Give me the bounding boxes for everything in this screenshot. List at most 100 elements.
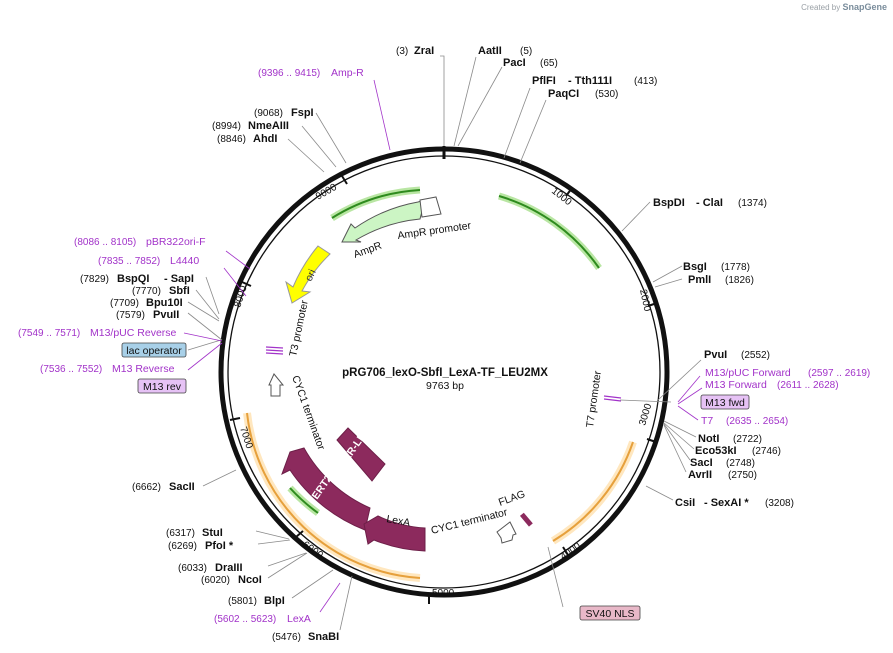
enzyme-name: - Tth111I — [568, 75, 612, 87]
enzyme-name: PfoI * — [205, 540, 234, 552]
primer-range: (7536 .. 7552) — [40, 364, 102, 375]
ori-arrow — [285, 245, 331, 304]
enzyme-pos: (1374) — [738, 198, 767, 209]
primer-name: L4440 — [170, 255, 199, 267]
primer-range: (2635 .. 2654) — [726, 416, 788, 427]
enzyme-pos: (9068) — [254, 108, 283, 119]
enzyme-pos: (2746) — [752, 446, 781, 457]
primer-name: T7 — [701, 415, 713, 427]
enzyme-pos: (3) — [396, 46, 408, 57]
feature-label-ampr-promoter: AmpR promoter — [397, 220, 473, 242]
primer-name: Amp-R — [331, 67, 364, 79]
enzyme-pos: (7579) — [116, 310, 145, 321]
snapgene-logo-icon: SnapGene — [842, 2, 887, 12]
enzyme-pos: (6269) — [168, 541, 197, 552]
enzyme-pos: (7829) — [80, 274, 109, 285]
primer-name: M13/pUC Reverse — [90, 327, 177, 339]
enzyme-name: AhdI — [253, 133, 277, 145]
sv40-nls-label: SV40 NLS — [585, 608, 634, 620]
feature-label-flag: FLAG — [497, 488, 527, 509]
ampr-promoter-arrow — [419, 196, 442, 218]
enzyme-name: - SapI — [164, 273, 194, 285]
m13-rev-label: M13 rev — [143, 381, 182, 393]
enzyme-pos: (6662) — [132, 482, 161, 493]
primer-name: M13 Reverse — [112, 363, 175, 375]
enzyme-pos: (6033) — [178, 563, 207, 574]
enzyme-pos: (5801) — [228, 596, 257, 607]
enzyme-name: SnaBI — [308, 631, 339, 643]
feature-label-ori: ori — [303, 268, 319, 284]
primer-name: M13 Forward — [705, 379, 767, 391]
primer-name: pBR322ori-F — [146, 236, 206, 248]
tick-marks — [229, 175, 658, 604]
enzyme-pos: (413) — [634, 76, 657, 87]
cyc1-terminator-2-arrow — [496, 521, 517, 544]
enzyme-pos: (2722) — [733, 434, 762, 445]
primer-range: (2597 .. 2619) — [808, 368, 870, 379]
enzyme-pos: (8994) — [212, 121, 241, 132]
enzyme-name: SacII — [169, 481, 195, 493]
enzyme-name: PvuI — [704, 349, 727, 361]
enzyme-name: BsgI — [683, 261, 707, 273]
feature-label-ampr: AmpR — [352, 239, 384, 260]
primer-range: (2611 .. 2628) — [777, 380, 839, 391]
lac-operator-label: lac operator — [126, 345, 182, 357]
enzyme-name: FspI — [291, 107, 314, 119]
primer-leaders — [183, 79, 703, 613]
enzyme-leaders — [187, 55, 702, 631]
m13-fwd-label: M13 fwd — [705, 397, 745, 409]
enzyme-name: StuI — [202, 527, 223, 539]
enzyme-name: BlpI — [264, 595, 285, 607]
er-lbd-arrow — [336, 427, 386, 482]
primer-range: (7835 .. 7852) — [98, 256, 160, 267]
enzyme-pos: (5476) — [272, 632, 301, 643]
enzyme-pos: (2750) — [728, 470, 757, 481]
lac-operator-box: lac operator — [121, 342, 187, 358]
enzyme-name: PmlI — [688, 274, 711, 286]
enzyme-pos: (6020) — [201, 575, 230, 586]
enzyme-name: NcoI — [238, 574, 262, 586]
enzyme-name: NmeAIII — [248, 120, 289, 132]
orange-arc-1 — [550, 440, 637, 545]
enzyme-name: SbfI — [169, 285, 190, 297]
enzyme-name: AatII — [478, 45, 502, 57]
primer-name: LexA — [287, 613, 311, 625]
feature-label-lexa: LexA — [385, 513, 411, 529]
enzyme-pos: (2552) — [741, 350, 770, 361]
primer-range: (8086 .. 8105) — [74, 237, 136, 248]
enzyme-name: ZraI — [414, 45, 434, 57]
flag-marker — [519, 512, 533, 527]
primer-name: M13/pUC Forward — [705, 367, 791, 379]
cyc1-terminator-arrow — [268, 373, 285, 397]
m13-fwd-box: M13 fwd — [700, 394, 750, 410]
plasmid-size: 9763 bp — [426, 380, 464, 392]
enzyme-pos: (3208) — [765, 498, 794, 509]
enzyme-pos: (65) — [540, 58, 558, 69]
enzyme-pos: (2748) — [726, 458, 755, 469]
enzyme-name: - ClaI — [696, 197, 723, 209]
enzyme-name: SacI — [690, 457, 713, 469]
enzyme-name: PaqCI — [548, 88, 579, 100]
enzyme-name: AvrII — [688, 469, 712, 481]
enzyme-name: CsiI — [675, 497, 695, 509]
primer-labels: (9396 .. 9415) Amp-R (8086 .. 8105) pBR3… — [18, 67, 870, 625]
enzyme-pos: (1826) — [725, 275, 754, 286]
enzyme-pos: (5) — [520, 46, 532, 57]
feature-label-t7-promoter: T7 promoter — [584, 370, 604, 429]
inner-primer-marks — [265, 346, 622, 402]
enzyme-pos: (7709) — [110, 298, 139, 309]
enzyme-name: PflFI — [532, 75, 556, 87]
tick-label: 3000 — [637, 402, 654, 427]
feature-label-t3-promoter: T3 promoter — [287, 299, 311, 358]
enzyme-name: Eco53kI — [695, 445, 737, 457]
enzyme-name: BspQI — [117, 273, 149, 285]
enzyme-name: NotI — [698, 433, 719, 445]
enzyme-pos: (7770) — [132, 286, 161, 297]
enzyme-pos: (1778) — [721, 262, 750, 273]
primer-range: (9396 .. 9415) — [258, 68, 320, 79]
primer-range: (7549 .. 7571) — [18, 328, 80, 339]
enzyme-pos: (530) — [595, 89, 618, 100]
lexa-arrow — [363, 515, 426, 552]
enzyme-pos: (6317) — [166, 528, 195, 539]
